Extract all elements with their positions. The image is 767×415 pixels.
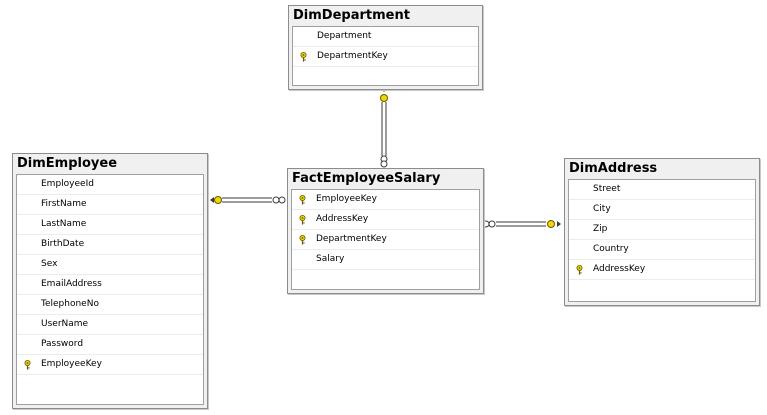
- column-row[interactable]: Street: [569, 180, 755, 200]
- column-row[interactable]: DepartmentKey: [292, 230, 479, 250]
- column-row[interactable]: EmployeeKey: [292, 190, 479, 210]
- column-row[interactable]: FirstName: [17, 195, 203, 215]
- relationship-dept-fact[interactable]: [380, 88, 388, 168]
- key-icon: [295, 47, 311, 66]
- column-name: Department: [317, 31, 372, 41]
- relationship-employee-fact[interactable]: [210, 196, 286, 204]
- column-row[interactable]: Salary: [292, 250, 479, 270]
- key-cell: [19, 195, 35, 214]
- column-row[interactable]: AddressKey: [569, 260, 755, 280]
- column-row[interactable]: Zip: [569, 220, 755, 240]
- column-row[interactable]: Country: [569, 240, 755, 260]
- column-row[interactable]: EmployeeKey: [17, 355, 203, 375]
- relationship-fact-address[interactable]: [482, 220, 561, 228]
- column-name: DepartmentKey: [316, 234, 387, 244]
- key-cell: [571, 200, 587, 219]
- key-cell: [295, 27, 311, 46]
- key-icon: [294, 190, 310, 209]
- column-name: FirstName: [41, 199, 87, 209]
- column-row[interactable]: City: [569, 200, 755, 220]
- table-title: FactEmployeeSalary: [292, 171, 441, 186]
- column-row[interactable]: AddressKey: [292, 210, 479, 230]
- column-name: DepartmentKey: [317, 51, 388, 61]
- table-title: DimDepartment: [293, 8, 410, 23]
- column-row[interactable]: Password: [17, 335, 203, 355]
- key-cell: [294, 250, 310, 269]
- column-name: UserName: [41, 319, 89, 329]
- key-cell: [19, 295, 35, 314]
- column-name: Country: [593, 244, 629, 254]
- column-name: EmployeeId: [41, 179, 94, 189]
- column-name: EmailAddress: [41, 279, 102, 289]
- column-name: Zip: [593, 224, 608, 234]
- column-name: EmployeeKey: [316, 194, 377, 204]
- column-name: TelephoneNo: [41, 299, 99, 309]
- column-row[interactable]: TelephoneNo: [17, 295, 203, 315]
- key-cell: [19, 235, 35, 254]
- column-name: Street: [593, 184, 621, 194]
- column-name: BirthDate: [41, 239, 85, 249]
- key-cell: [571, 220, 587, 239]
- key-cell: [19, 175, 35, 194]
- column-name: Salary: [316, 254, 345, 264]
- column-name: AddressKey: [316, 214, 369, 224]
- key-cell: [19, 335, 35, 354]
- column-row[interactable]: EmailAddress: [17, 275, 203, 295]
- table-title: DimAddress: [569, 161, 658, 176]
- column-row[interactable]: DepartmentKey: [293, 47, 478, 67]
- column-name: LastName: [41, 219, 87, 229]
- key-icon: [294, 210, 310, 229]
- key-cell: [571, 240, 587, 259]
- key-icon: [571, 260, 587, 279]
- column-name: AddressKey: [593, 264, 646, 274]
- table-title: DimEmployee: [17, 156, 118, 171]
- column-row[interactable]: EmployeeId: [17, 175, 203, 195]
- column-row[interactable]: LastName: [17, 215, 203, 235]
- column-row[interactable]: Department: [293, 27, 478, 47]
- key-cell: [571, 180, 587, 199]
- key-cell: [19, 255, 35, 274]
- key-cell: [19, 215, 35, 234]
- key-cell: [19, 315, 35, 334]
- key-icon: [294, 230, 310, 249]
- column-row[interactable]: Sex: [17, 255, 203, 275]
- column-name: Sex: [41, 259, 58, 269]
- column-name: City: [593, 204, 611, 214]
- key-cell: [19, 275, 35, 294]
- column-name: EmployeeKey: [41, 359, 102, 369]
- key-icon: [19, 355, 35, 374]
- column-row[interactable]: BirthDate: [17, 235, 203, 255]
- column-name: Password: [41, 339, 84, 349]
- column-row[interactable]: UserName: [17, 315, 203, 335]
